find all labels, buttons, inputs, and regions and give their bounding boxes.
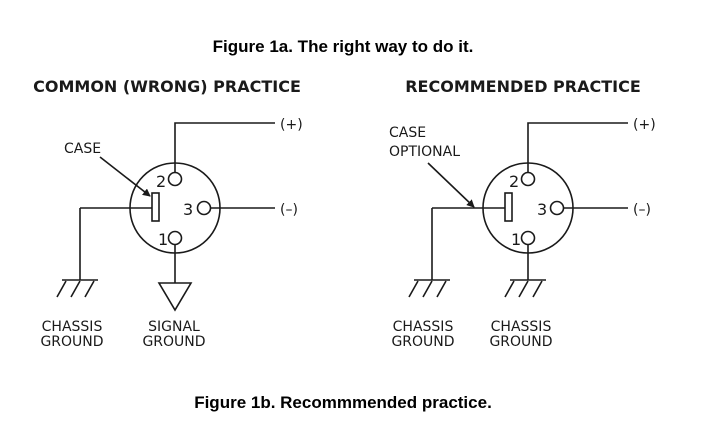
right-diagram: RECOMMENDED PRACTICE 2 (+) 3 (–) 1	[389, 77, 656, 350]
left-case-arrow	[99, 156, 151, 197]
right-case-lug	[504, 192, 513, 222]
left-signal-label-line1: SIGNAL	[148, 319, 200, 335]
right-pin-1	[520, 230, 536, 246]
right-pin-1-label: 1	[511, 230, 521, 249]
right-chassis2-label-line2: GROUND	[489, 334, 552, 350]
right-pin-3	[549, 200, 565, 216]
left-pin-1-label: 1	[158, 230, 168, 249]
left-signal-ground-symbol	[157, 282, 193, 312]
left-signal-label-line2: GROUND	[142, 334, 205, 350]
right-plus-label: (+)	[633, 117, 656, 133]
right-chassis1-label-line1: CHASSIS	[393, 319, 454, 335]
left-case-label: CASE	[64, 141, 101, 157]
left-minus-label: (–)	[280, 202, 298, 218]
right-chassis-ground-symbol	[408, 279, 450, 298]
left-pin-3-label: 3	[183, 200, 193, 219]
right-heading: RECOMMENDED PRACTICE	[405, 77, 641, 96]
left-pin-3	[196, 200, 212, 216]
left-diagram: COMMON (WRONG) PRACTICE 2 (+) 3 (–) 1	[33, 77, 303, 350]
left-chassis-label-line2: GROUND	[40, 334, 103, 350]
right-chassis2-label-line1: CHASSIS	[491, 319, 552, 335]
right-minus-label: (–)	[633, 202, 651, 218]
right-case-arrow	[427, 162, 475, 208]
right-pin-2-label: 2	[509, 172, 519, 191]
left-pin-2-label: 2	[156, 172, 166, 191]
right-plus-wire	[527, 122, 628, 173]
right-pin-2	[520, 171, 536, 187]
left-heading: COMMON (WRONG) PRACTICE	[33, 77, 301, 96]
left-plus-label: (+)	[280, 117, 303, 133]
left-plus-wire	[174, 122, 275, 173]
right-pin1-chassis-ground-symbol	[504, 279, 546, 298]
right-case-label-line2: OPTIONAL	[389, 144, 460, 160]
left-pin-1	[167, 230, 183, 246]
left-case-lug	[151, 192, 160, 222]
right-case-label-line1: CASE	[389, 125, 426, 141]
right-pin-3-label: 3	[537, 200, 547, 219]
figure-1a-caption: Figure 1a. The right way to do it.	[213, 37, 474, 56]
left-pin-2	[167, 171, 183, 187]
right-chassis1-label-line2: GROUND	[391, 334, 454, 350]
left-chassis-label-line1: CHASSIS	[42, 319, 103, 335]
figure-1b-caption: Figure 1b. Recommmended practice.	[194, 393, 492, 412]
left-chassis-ground-symbol	[56, 279, 98, 298]
